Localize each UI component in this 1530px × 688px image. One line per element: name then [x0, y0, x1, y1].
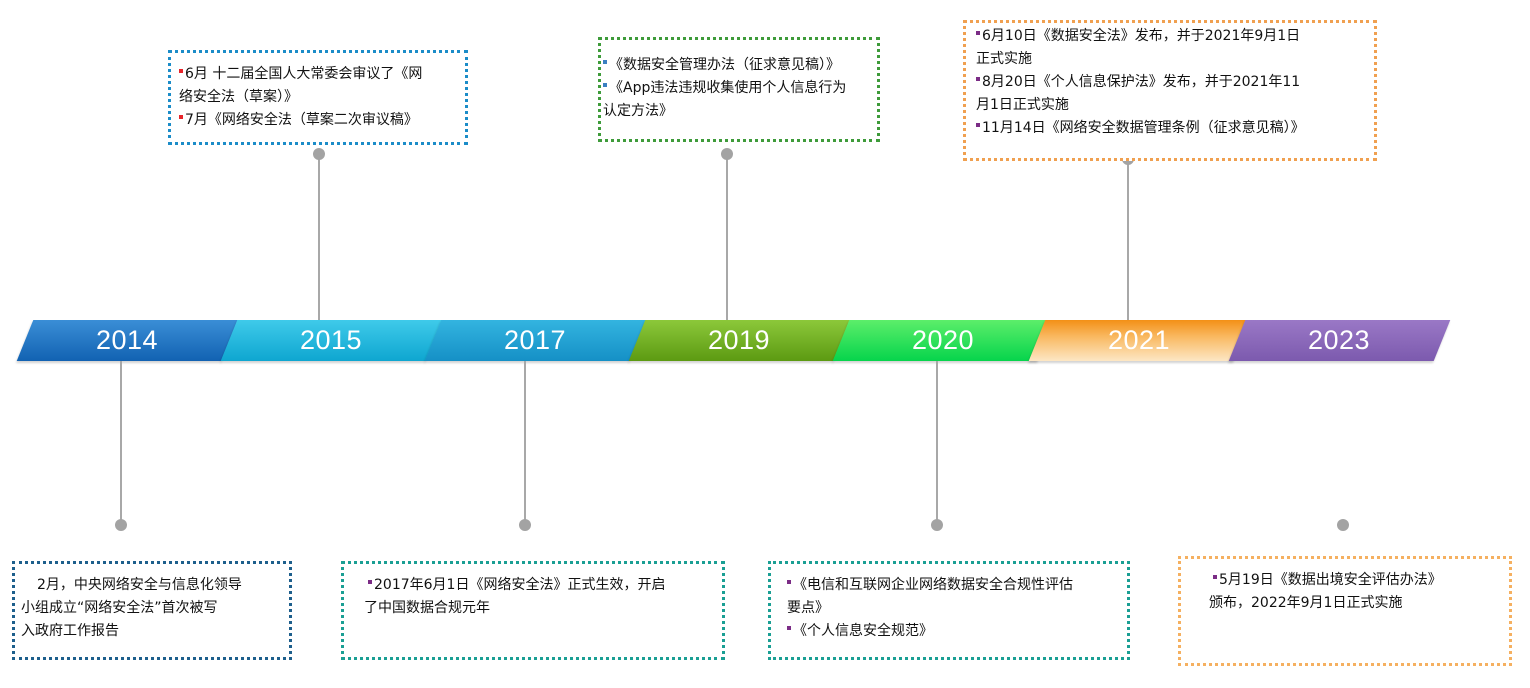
event-card-2014: 2月，中央网络安全与信息化领导 小组成立“网络安全法”首次被写 入政府工作报告: [12, 561, 292, 660]
dot-2015: [313, 148, 325, 160]
year-2015-banner: 2015: [220, 320, 443, 361]
event-2015-line-1: 6月 十二届全国人大常委会审议了《网: [185, 66, 423, 82]
year-2017-label: 2017: [504, 325, 567, 355]
bullet-icon: [603, 60, 607, 64]
year-2014-banner: 2014: [16, 320, 239, 361]
bullet-icon: [976, 77, 980, 81]
event-2023-line-2: 颁布，2022年9月1日正式实施: [1209, 595, 1403, 611]
event-2019-line-3: 认定方法》: [603, 103, 673, 119]
event-2021-line-4: 月1日正式实施: [976, 97, 1069, 113]
dot-2017: [519, 519, 531, 531]
event-2020-line-3: 《个人信息安全规范》: [793, 623, 933, 639]
year-2021-banner: 2021: [1028, 320, 1251, 361]
event-card-2020: 《电信和互联网企业网络数据安全合规性评估 要点》 《个人信息安全规范》: [768, 561, 1130, 660]
bullet-icon: [368, 580, 372, 584]
year-2017-banner: 2017: [424, 320, 647, 361]
event-2017-line-2: 了中国数据合规元年: [364, 600, 490, 616]
event-2015-line-3: 7月《网络安全法（草案二次审议稿》: [185, 112, 418, 128]
event-2021-line-1: 6月10日《数据安全法》发布，并于2021年9月1日: [982, 28, 1301, 44]
year-2015-label: 2015: [300, 325, 363, 355]
event-2014-line-3: 入政府工作报告: [21, 623, 119, 639]
dot-2020: [931, 519, 943, 531]
event-2020-line-2: 要点》: [787, 600, 829, 616]
connector-2017: [524, 361, 526, 525]
event-2014-line-2: 小组成立“网络安全法”首次被写: [21, 600, 218, 616]
connector-2019: [726, 154, 728, 320]
year-2020-banner: 2020: [832, 320, 1055, 361]
year-2014-label: 2014: [96, 325, 159, 355]
connector-2015: [318, 154, 320, 320]
event-card-2015: 6月 十二届全国人大常委会审议了《网 络安全法（草案）》 7月《网络安全法（草案…: [168, 50, 468, 145]
event-2021-line-3: 8月20日《个人信息保护法》发布，并于2021年11: [982, 74, 1301, 90]
bullet-icon: [787, 626, 791, 630]
year-2020-label: 2020: [912, 325, 975, 355]
dot-2014: [115, 519, 127, 531]
event-2015-line-2: 络安全法（草案）》: [179, 89, 298, 105]
event-2014-line-1: 2月，中央网络安全与信息化领导: [37, 577, 242, 593]
event-card-2023: 5月19日《数据出境安全评估办法》 颁布，2022年9月1日正式实施: [1178, 556, 1512, 666]
bullet-icon: [1213, 575, 1217, 579]
dot-2023: [1337, 519, 1349, 531]
bullet-icon: [976, 31, 980, 35]
event-2021-line-5: 11月14日《网络安全数据管理条例（征求意见稿）》: [982, 120, 1305, 136]
event-2021-line-2: 正式实施: [976, 51, 1032, 67]
dot-2019: [721, 148, 733, 160]
bullet-icon: [603, 83, 607, 87]
connector-2021: [1127, 159, 1129, 320]
year-2019-banner: 2019: [628, 320, 851, 361]
bullet-icon: [976, 123, 980, 127]
event-2019-line-2: 《App违法违规收集使用个人信息行为: [609, 80, 847, 96]
connector-2020: [936, 361, 938, 525]
event-card-2021: 6月10日《数据安全法》发布，并于2021年9月1日 正式实施 8月20日《个人…: [963, 20, 1377, 161]
connector-2014: [120, 361, 122, 525]
year-2023-label: 2023: [1308, 325, 1371, 355]
event-card-2017: 2017年6月1日《网络安全法》正式生效，开启 了中国数据合规元年: [341, 561, 725, 660]
event-2019-line-1: 《数据安全管理办法（征求意见稿）》: [609, 57, 840, 73]
year-2023-banner: 2023: [1228, 320, 1451, 361]
year-2019-label: 2019: [708, 325, 771, 355]
event-2020-line-1: 《电信和互联网企业网络数据安全合规性评估: [793, 577, 1073, 593]
year-2021-label: 2021: [1108, 325, 1171, 355]
event-2023-line-1: 5月19日《数据出境安全评估办法》: [1219, 572, 1442, 588]
bullet-icon: [787, 580, 791, 584]
event-2017-line-1: 2017年6月1日《网络安全法》正式生效，开启: [374, 577, 666, 593]
event-card-2019: 《数据安全管理办法（征求意见稿）》 《App违法违规收集使用个人信息行为 认定方…: [598, 37, 880, 142]
bullet-icon: [179, 115, 183, 119]
bullet-icon: [179, 69, 183, 73]
